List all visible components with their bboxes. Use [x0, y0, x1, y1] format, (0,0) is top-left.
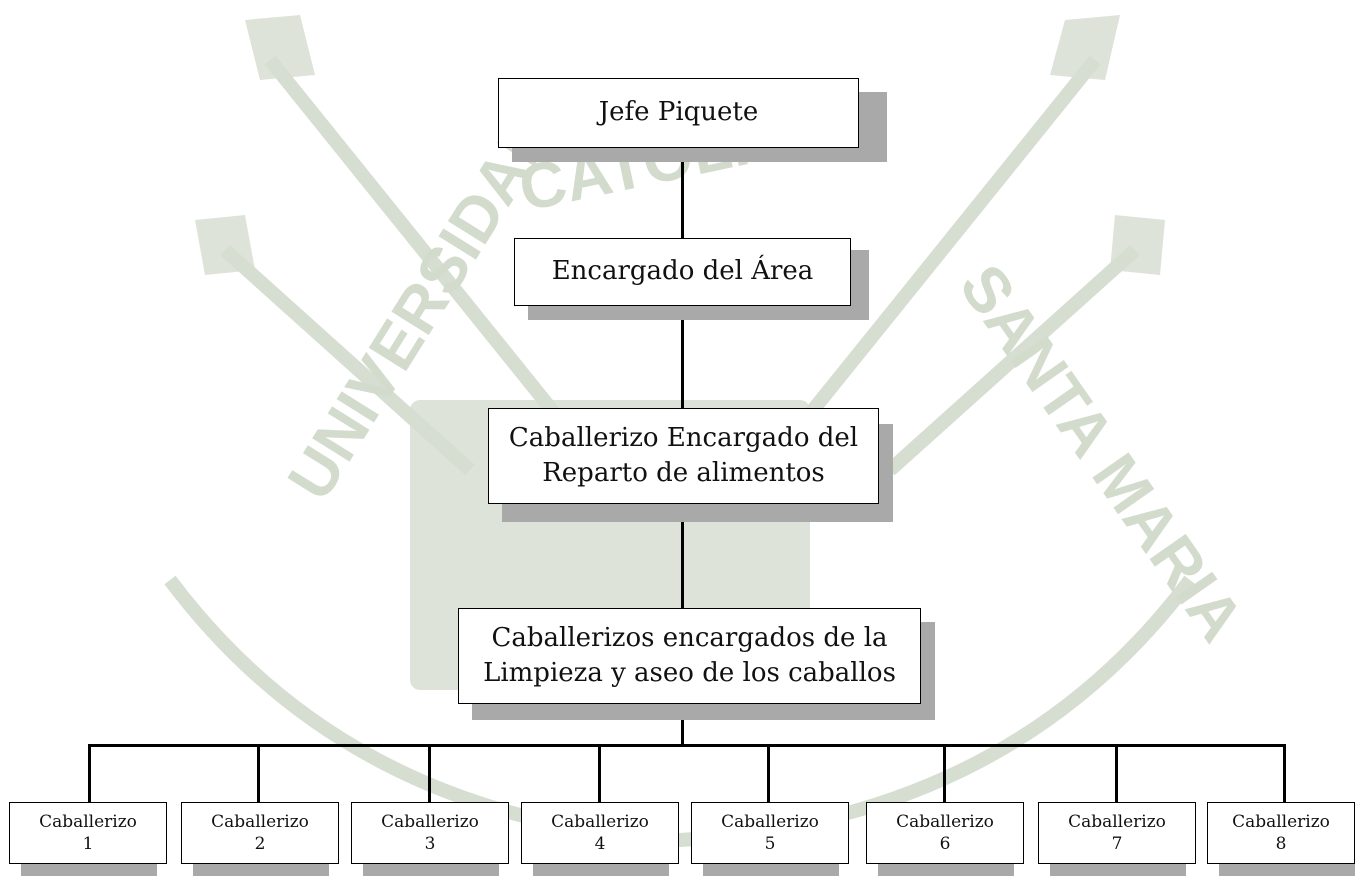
leaf-drop-7	[1115, 744, 1118, 802]
leaf-number-8: 8	[1275, 834, 1287, 854]
leaf-label-2: Caballerizo	[211, 811, 309, 832]
leaf-bus-line	[88, 744, 1286, 747]
watermark-right-text: SANTA MARIA	[946, 252, 1258, 654]
leaf-drop-2	[257, 744, 260, 802]
leaf-box-7: Caballerizo 7	[1038, 802, 1196, 864]
leaf-number-6: 6	[939, 834, 951, 854]
leaf-box-1: Caballerizo 1	[9, 802, 167, 864]
connector-level3-to-level4	[681, 504, 684, 608]
level3-line1: Caballerizo Encargado del	[508, 422, 859, 453]
leaf-label-1: Caballerizo	[39, 811, 137, 832]
leaf-number-4: 4	[594, 834, 606, 854]
level2-box: Encargado del Área	[514, 238, 851, 306]
leaf-box-8: Caballerizo 8	[1207, 802, 1355, 864]
leaf-label-6: Caballerizo	[896, 811, 994, 832]
leaf-drop-1	[88, 744, 91, 802]
connector-level2-to-level3	[681, 306, 684, 408]
leaf-drop-5	[767, 744, 770, 802]
leaf-drop-4	[598, 744, 601, 802]
level2-label: Encargado del Área	[551, 256, 814, 287]
root-label: Jefe Piquete	[598, 97, 759, 128]
level3-box: Caballerizo Encargado del Reparto de ali…	[488, 408, 879, 504]
connector-root-to-level2	[681, 148, 684, 252]
leaf-number-2: 2	[254, 834, 266, 854]
root-box: Jefe Piquete	[498, 78, 859, 148]
level3-line2: Reparto de alimentos	[542, 458, 825, 488]
leaf-box-6: Caballerizo 6	[866, 802, 1024, 864]
leaf-number-5: 5	[764, 834, 776, 854]
leaf-label-8: Caballerizo	[1232, 811, 1330, 832]
leaf-label-7: Caballerizo	[1068, 811, 1166, 832]
level4-box: Caballerizos encargados de la Limpieza y…	[458, 608, 921, 704]
leaf-drop-3	[428, 744, 431, 802]
leaf-drop-6	[943, 744, 946, 802]
leaf-label-3: Caballerizo	[381, 811, 479, 832]
leaf-label-5: Caballerizo	[721, 811, 819, 832]
leaf-box-3: Caballerizo 3	[351, 802, 509, 864]
level4-line1: Caballerizos encargados de la	[491, 622, 888, 653]
leaf-drop-8	[1283, 744, 1286, 802]
leaf-box-2: Caballerizo 2	[181, 802, 339, 864]
leaf-number-3: 3	[424, 834, 436, 854]
leaf-label-4: Caballerizo	[551, 811, 649, 832]
leaf-box-5: Caballerizo 5	[691, 802, 849, 864]
connector-level4-to-bus	[681, 704, 684, 746]
level4-line2: Limpieza y aseo de los caballos	[483, 658, 896, 688]
leaf-number-7: 7	[1111, 834, 1123, 854]
leaf-box-4: Caballerizo 4	[521, 802, 679, 864]
leaf-number-1: 1	[82, 834, 94, 854]
